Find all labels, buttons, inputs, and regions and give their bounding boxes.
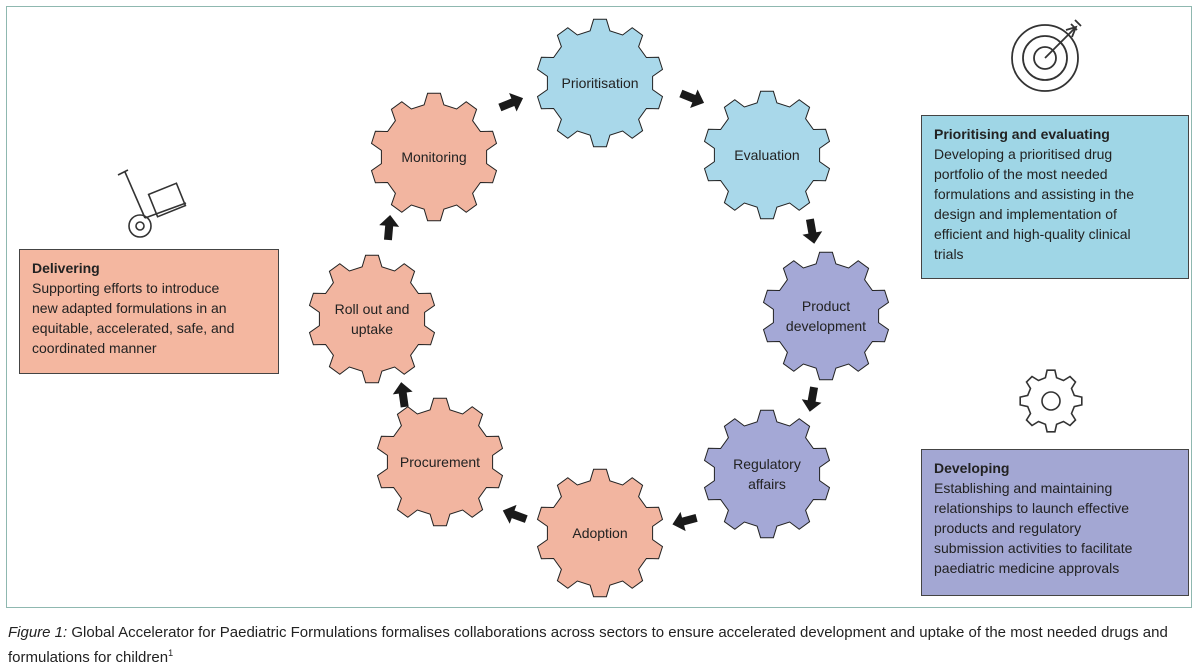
delivering-line: new adapted formulations in an [32, 300, 227, 316]
gear-icon [1019, 369, 1083, 433]
delivering-title: Delivering [32, 260, 100, 276]
gear-regulatory-affairs: Regulatory affairs [703, 409, 831, 539]
gear-label: Procurement [400, 454, 480, 470]
gear-label: Roll out and [335, 301, 410, 317]
gear-label: development [786, 318, 866, 334]
developing-line: Establishing and maintaining [934, 480, 1113, 496]
gear-label: uptake [351, 321, 393, 337]
gear-evaluation: Evaluation [703, 90, 831, 220]
prioritising-line: trials [934, 246, 964, 262]
developing-line: paediatric medicine approvals [934, 560, 1120, 576]
target-icon [1011, 19, 1082, 92]
gear-monitoring: Monitoring [370, 92, 498, 222]
gear-roll-out: Roll out and uptake [308, 254, 436, 384]
gear-shape [703, 409, 831, 539]
gear-prioritisation: Prioritisation [536, 18, 664, 148]
gear-shape [536, 468, 664, 598]
hand-truck-icon [117, 169, 187, 238]
gear-label: Prioritisation [561, 75, 638, 91]
delivering-box: Delivering Supporting efforts to introdu… [19, 249, 279, 374]
figure-frame [6, 6, 1192, 608]
prioritising-box: Prioritising and evaluating Developing a… [921, 115, 1189, 279]
gear-shape [762, 251, 890, 381]
gear-label: Evaluation [734, 147, 799, 163]
cycle-arrow [802, 218, 823, 244]
gear-shape [308, 254, 436, 384]
gear-shape [370, 92, 498, 222]
developing-line: submission activities to facilitate [934, 540, 1133, 556]
cycle-arrow [672, 511, 698, 532]
gear-procurement: Procurement [376, 397, 504, 527]
gear-shape [536, 18, 664, 148]
gear-shape [703, 90, 831, 220]
figure-caption: Figure 1: Global Accelerator for Paediat… [8, 622, 1193, 668]
prioritising-line: formulations and assisting in the [934, 186, 1134, 202]
cycle-arrow [679, 89, 705, 109]
prioritising-line: design and implementation of [934, 206, 1117, 222]
prioritising-line: portfolio of the most needed [934, 166, 1108, 182]
prioritising-line: efficient and high-quality clinical [934, 226, 1131, 242]
caption-label: Figure 1: [8, 624, 68, 641]
gear-label: Regulatory [733, 456, 801, 472]
cycle-arrow [498, 92, 524, 112]
gear-label: Monitoring [401, 149, 466, 165]
delivering-line: Supporting efforts to introduce [32, 280, 220, 296]
delivering-line: coordinated manner [32, 340, 157, 356]
gear-label: Adoption [572, 525, 627, 541]
cycle-arrows [379, 89, 823, 532]
cycle-arrow [801, 386, 822, 412]
developing-title: Developing [934, 460, 1010, 476]
gear-label: affairs [748, 476, 786, 492]
cycle-arrow [392, 382, 413, 408]
caption-text: Global Accelerator for Paediatric Formul… [8, 624, 1168, 666]
gear-label: Product [802, 298, 850, 314]
gear-product-development: Product development [762, 251, 890, 381]
gear-shape [376, 397, 504, 527]
cycle-arrow [379, 215, 400, 241]
developing-line: products and regulatory [934, 520, 1082, 536]
caption-reference: 1 [168, 648, 174, 658]
cycle-arrow [502, 504, 528, 524]
delivering-line: equitable, accelerated, safe, and [32, 320, 235, 336]
gear-adoption: Adoption [536, 468, 664, 598]
developing-box: Developing Establishing and maintaining … [921, 449, 1189, 596]
prioritising-line: Developing a prioritised drug [934, 146, 1113, 162]
prioritising-title: Prioritising and evaluating [934, 126, 1110, 142]
developing-line: relationships to launch effective [934, 500, 1130, 516]
